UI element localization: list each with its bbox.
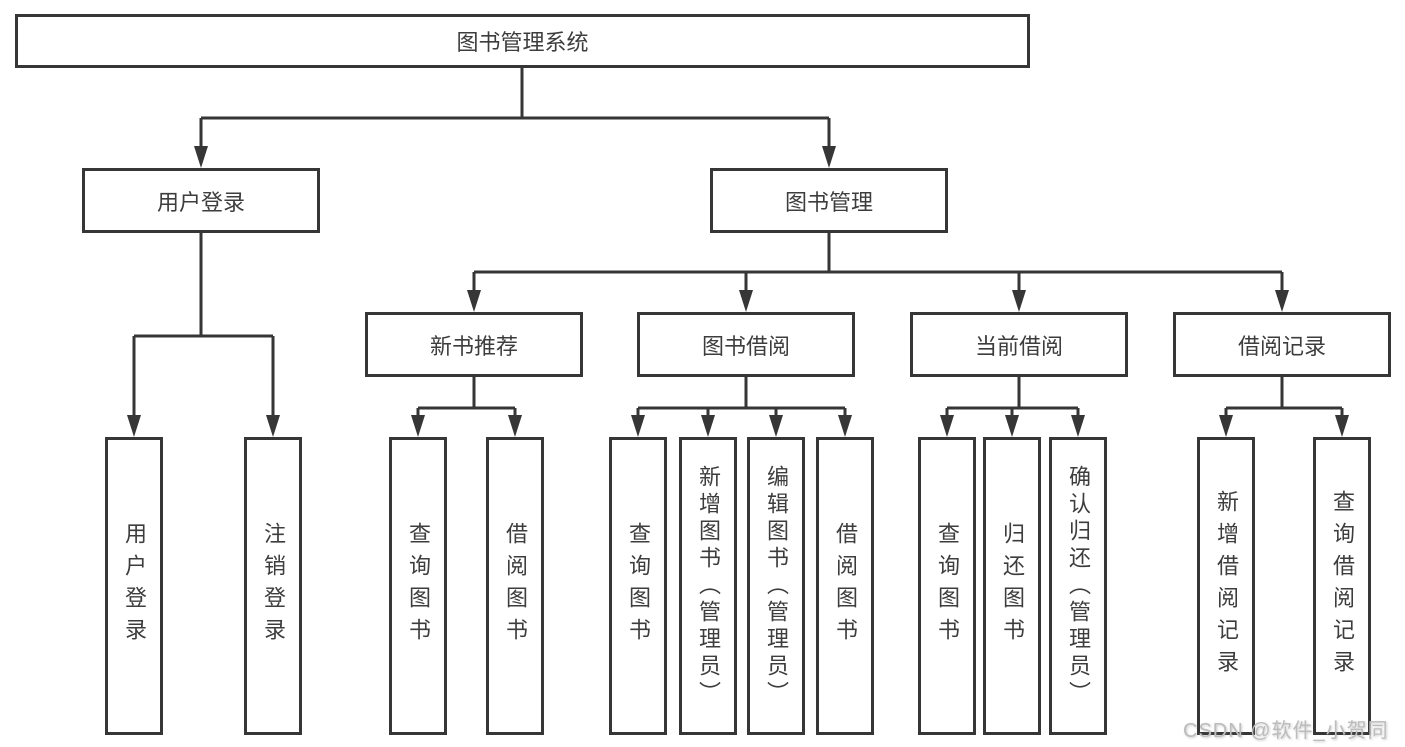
arrowhead-down-icon	[701, 415, 715, 437]
leaf-add-borrow-record-label: 新增借阅记录	[1214, 490, 1239, 682]
connector-user-login-to-leaves	[127, 233, 280, 437]
leaf-edit-books-admin-label: 编辑图书（管理员）	[764, 464, 789, 708]
leaf-query-books-2: 查询图书	[609, 437, 667, 735]
leaf-add-books-admin: 新增图书（管理员）	[679, 437, 737, 735]
leaf-query-books-1: 查询图书	[389, 437, 447, 735]
node-root-system: 图书管理系统	[15, 14, 1030, 68]
node-borrowing-records-label: 借阅记录	[1237, 333, 1326, 359]
leaf-edit-books-admin: 编辑图书（管理员）	[747, 437, 805, 735]
connector-book-borrowing-to-leaves	[631, 377, 852, 437]
arrowhead-down-icon	[1275, 290, 1289, 312]
leaf-query-borrow-record-label: 查询借阅记录	[1330, 490, 1355, 682]
node-borrowing-records: 借阅记录	[1173, 312, 1391, 377]
arrowhead-down-icon	[739, 290, 753, 312]
arrowhead-down-icon	[127, 415, 141, 437]
arrowhead-down-icon	[411, 415, 425, 437]
connector-borrow-records-to-leaves	[1219, 377, 1349, 437]
node-book-borrowing-label: 图书借阅	[701, 333, 790, 359]
node-current-borrowing: 当前借阅	[910, 312, 1128, 377]
leaf-return-books-label: 归还图书	[1000, 522, 1025, 650]
arrowhead-down-icon	[838, 415, 852, 437]
connector-current-borrowing-to-leaves	[940, 377, 1085, 437]
leaf-user-login: 用户登录	[105, 437, 163, 735]
node-root-label: 图书管理系统	[456, 30, 589, 55]
arrowhead-down-icon	[631, 415, 645, 437]
connector-root-to-level2	[194, 68, 836, 168]
node-new-book-recommendation: 新书推荐	[365, 312, 583, 377]
arrowhead-down-icon	[1005, 415, 1019, 437]
leaf-logout-label: 注销登录	[261, 522, 286, 650]
node-book-borrowing: 图书借阅	[637, 312, 855, 377]
leaf-query-books-3: 查询图书	[918, 437, 976, 735]
connector-new-book-rec-to-leaves	[411, 377, 522, 437]
leaf-confirm-return-admin: 确认归还（管理员）	[1049, 437, 1107, 735]
leaf-borrow-books-1-label: 借阅图书	[503, 522, 528, 650]
arrowhead-down-icon	[769, 415, 783, 437]
leaf-return-books: 归还图书	[983, 437, 1041, 735]
leaf-confirm-return-admin-label: 确认归还（管理员）	[1066, 464, 1091, 708]
node-new-book-recommendation-label: 新书推荐	[429, 333, 518, 359]
node-current-borrowing-label: 当前借阅	[974, 333, 1063, 359]
arrowhead-down-icon	[266, 415, 280, 437]
leaf-borrow-books-1: 借阅图书	[486, 437, 544, 735]
arrowhead-down-icon	[1335, 415, 1349, 437]
node-user-login: 用户登录	[82, 168, 320, 233]
leaf-user-login-label: 用户登录	[122, 522, 147, 650]
arrowhead-down-icon	[194, 146, 208, 168]
arrowhead-down-icon	[467, 290, 481, 312]
node-book-management: 图书管理	[710, 168, 948, 233]
leaf-query-books-3-label: 查询图书	[935, 522, 960, 650]
leaf-add-books-admin-label: 新增图书（管理员）	[696, 464, 721, 708]
connector-book-mgmt-to-level3	[467, 233, 1289, 312]
arrowhead-down-icon	[1012, 290, 1026, 312]
leaf-borrow-books-2-label: 借阅图书	[833, 522, 858, 650]
leaf-query-books-2-label: 查询图书	[626, 522, 651, 650]
leaf-add-borrow-record: 新增借阅记录	[1197, 437, 1255, 735]
arrowhead-down-icon	[1219, 415, 1233, 437]
node-book-management-label: 图书管理	[784, 189, 873, 215]
leaf-logout: 注销登录	[244, 437, 302, 735]
leaf-query-borrow-record: 查询借阅记录	[1313, 437, 1371, 735]
arrowhead-down-icon	[822, 146, 836, 168]
csdn-watermark: CSDN @软件_小贺同学	[1183, 720, 1389, 742]
arrowhead-down-icon	[1071, 415, 1085, 437]
node-user-login-label: 用户登录	[156, 189, 245, 215]
arrowhead-down-icon	[508, 415, 522, 437]
leaf-borrow-books-2: 借阅图书	[816, 437, 874, 735]
arrowhead-down-icon	[940, 415, 954, 437]
leaf-query-books-1-label: 查询图书	[406, 522, 431, 650]
